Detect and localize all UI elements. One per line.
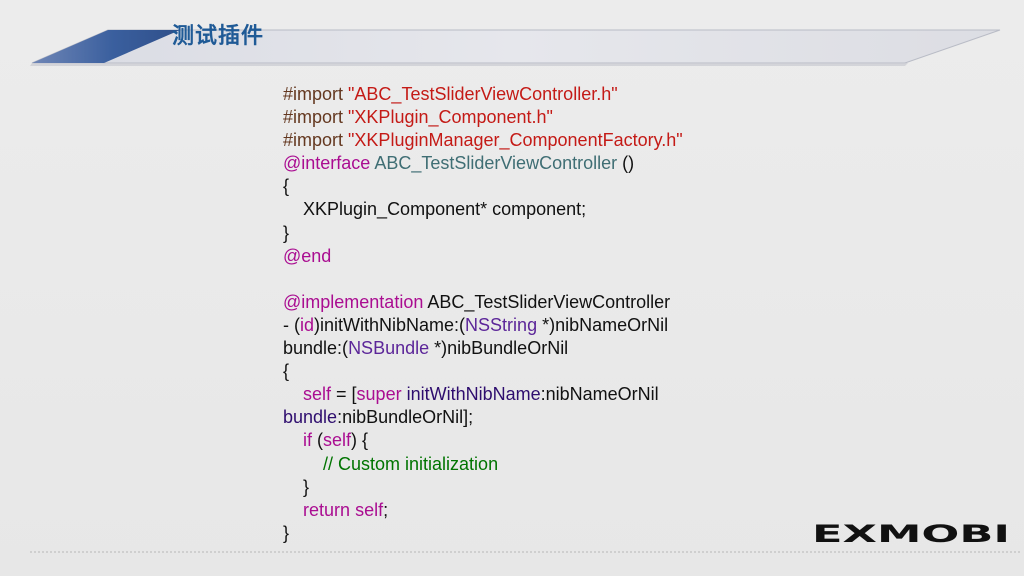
code-token-plain <box>283 500 303 520</box>
code-token-kw: @interface <box>283 153 375 174</box>
code-token-plain <box>283 430 303 450</box>
code-token-call: bundle <box>283 407 338 428</box>
code-token-plain: *)nibBundleOrNil <box>429 338 569 359</box>
title-banner <box>30 29 1001 66</box>
code-line: - (id)initWithNibName:(NSString *)nibNam… <box>283 314 983 337</box>
code-line: #import "ABC_TestSliderViewController.h" <box>283 83 983 106</box>
code-line: { <box>283 175 983 198</box>
code-token-import: #import <box>283 130 349 151</box>
code-token-comment: // Custom initialization <box>283 453 499 474</box>
exmobi-logo: EXMOBI <box>812 521 1010 545</box>
code-line: // Custom initialization <box>283 453 983 476</box>
code-line: return self; <box>283 499 983 522</box>
code-token-kw: self <box>303 384 332 405</box>
code-token-cls: NSString <box>465 314 538 335</box>
code-token-str: "XKPlugin_Component.h" <box>348 107 553 128</box>
code-line: } <box>283 476 983 499</box>
code-token-plain: - ( <box>283 314 300 335</box>
code-line: @implementation ABC_TestSliderViewContro… <box>283 291 983 314</box>
code-token-plain: = [ <box>331 384 357 405</box>
code-line: #import "XKPlugin_Component.h" <box>283 106 983 129</box>
code-token-str: "XKPluginManager_ComponentFactory.h" <box>348 130 683 151</box>
code-token-str: "ABC_TestSliderViewController.h" <box>348 84 618 104</box>
code-token-plain: XKPlugin_Component* component; <box>283 199 587 220</box>
code-token-kw: if <box>303 430 313 451</box>
code-token-import: #import <box>283 107 349 128</box>
code-token-plain: )initWithNibName:( <box>314 314 466 335</box>
code-token-kw: super <box>356 384 402 405</box>
code-line: bundle:nibBundleOrNil]; <box>283 406 983 429</box>
code-line: bundle:(NSBundle *)nibBundleOrNil <box>283 337 983 360</box>
code-token-plain: { <box>283 361 290 382</box>
code-token-plain: ) { <box>351 430 369 451</box>
code-line: if (self) { <box>283 429 983 452</box>
code-token-type: ABC_TestSliderViewController <box>374 153 618 174</box>
code-line: XKPlugin_Component* component; <box>283 198 983 221</box>
code-token-kw: @implementation <box>283 291 428 312</box>
code-token-plain <box>283 384 303 404</box>
code-token-plain: :nibBundleOrNil]; <box>337 407 474 428</box>
footer-divider <box>30 551 1020 553</box>
code-token-plain: ( <box>312 430 324 451</box>
code-token-kw: self <box>323 430 352 451</box>
code-token-plain: :nibNameOrNil <box>540 384 659 405</box>
code-line: } <box>283 522 983 545</box>
code-token-cls: NSBundle <box>348 338 430 359</box>
code-token-plain: { <box>283 176 290 197</box>
code-line <box>283 268 983 291</box>
code-line: #import "XKPluginManager_ComponentFactor… <box>283 129 983 152</box>
code-line: self = [super initWithNibName:nibNameOrN… <box>283 383 983 406</box>
code-token-plain: ABC_TestSliderViewController <box>427 291 671 312</box>
code-token-plain: *)nibNameOrNil <box>537 314 669 335</box>
slide-title: 测试插件 <box>172 24 265 49</box>
code-token-plain: } <box>283 522 290 543</box>
code-token-kw: @end <box>283 245 332 266</box>
code-token-kw: id <box>300 314 315 335</box>
code-line: @end <box>283 245 983 268</box>
logo-text: EXMOBI <box>812 521 1010 545</box>
code-block: #import "ABC_TestSliderViewController.h"… <box>283 83 983 545</box>
code-line: { <box>283 360 983 383</box>
code-token-plain: () <box>617 153 635 174</box>
code-token-kw: self <box>355 499 384 520</box>
code-line: @interface ABC_TestSliderViewController … <box>283 152 983 175</box>
code-line: } <box>283 222 983 245</box>
code-token-plain: bundle:( <box>283 338 349 359</box>
code-token-plain: } <box>283 222 290 243</box>
code-token-kw: return <box>303 499 351 520</box>
code-token-plain: } <box>283 476 310 497</box>
code-token-import: #import <box>283 84 349 104</box>
code-token-plain: ; <box>383 499 389 520</box>
code-token-call: initWithNibName <box>406 384 541 405</box>
